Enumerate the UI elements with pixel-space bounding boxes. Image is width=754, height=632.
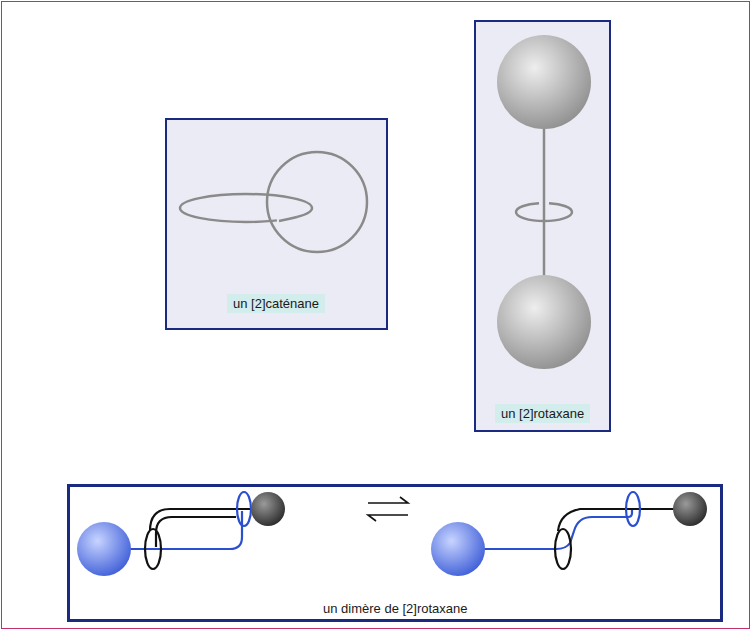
panel-label: un [2]rotaxane	[495, 404, 590, 423]
rotaxane-panel: un [2]rotaxane	[474, 20, 611, 432]
rotaxane-drawing	[476, 22, 613, 434]
dimer-panel: un dimère de [2]rotaxane	[67, 484, 723, 622]
panel-label: un dimère de [2]rotaxane	[317, 599, 474, 618]
catenane-panel: un [2]caténane	[165, 118, 388, 330]
panel-label: un [2]caténane	[227, 294, 325, 313]
